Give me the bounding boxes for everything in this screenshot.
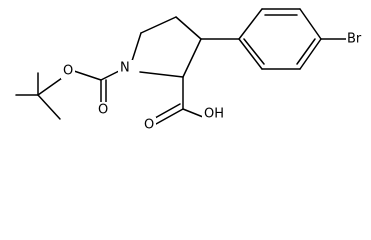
atom-labels: O O N O OH Br [61,31,368,133]
aryl-bond-ortho-bottom-to-ipso [238,38,263,70]
bromophenyl-group [200,8,347,70]
ring-bond-n-to-c5 [131,32,142,62]
carboxylic-acid-group [154,76,204,125]
aryl-bond-ipso-to-ortho-top [238,8,263,40]
aryl-bond-meta-top-to-para [299,8,322,40]
aryl-bond-para-to-meta-bottom [299,38,322,70]
bond-acid-carbon-oxygen-double-1 [155,108,184,125]
ring-bond-c4-to-c3 [175,16,202,40]
chemical-structure-diagram: O O N O OH Br [15,8,368,133]
tert-butyl-group [15,72,63,120]
pyrrolidine-ring [131,16,202,78]
ring-bond-c3-to-c2 [182,38,202,78]
aryl-inner-double-bond-left [243,38,265,65]
atom-label-ester-oxygen: O [63,64,73,79]
bond-carbonyl-carbon-to-nitrogen [100,70,120,81]
atom-label-bromine: Br [347,32,362,47]
bond-acid-carbon-to-hydroxyl [182,108,204,118]
tbu-bond-to-ester-oxygen [37,77,63,96]
bond-ester-oxygen-to-carbonyl-carbon [73,70,102,81]
tbu-bond-methyl-bottom [37,94,61,120]
bond-acid-carbon-oxygen-double-2 [154,103,181,119]
ring-bond-c2-to-n [139,71,184,78]
atom-label-acid-hydroxyl: OH [204,107,224,122]
atom-label-carbamate-carbonyl-oxygen: O [98,103,108,118]
ring-bond-c5-to-c4 [140,16,177,34]
atom-label-nitrogen: N [120,61,130,76]
aryl-inner-double-bond-right [296,38,316,65]
boc-carbamate-group [73,70,120,105]
atom-label-acid-carbonyl-oxygen: O [144,118,154,133]
